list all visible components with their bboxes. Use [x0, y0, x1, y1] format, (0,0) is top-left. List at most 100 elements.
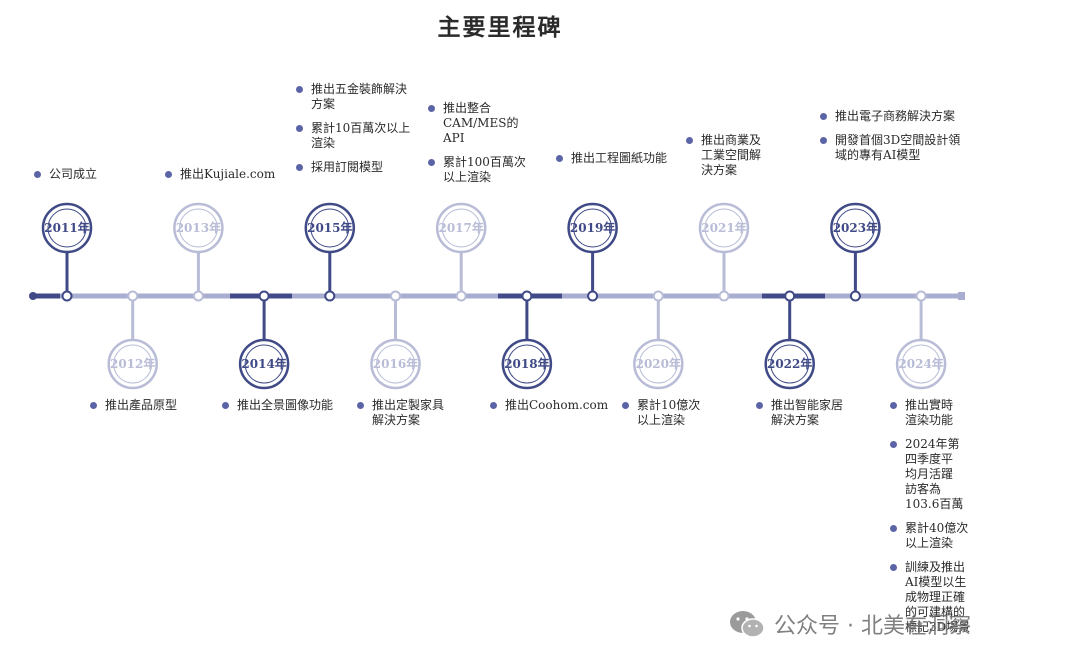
milestone-events: 推出整合 CAM/MES的 API 累計100百萬次 以上渲染	[428, 101, 538, 194]
milestone-event-text: 推出工程圖紙功能	[571, 151, 668, 165]
milestone-event-text: 推出Kujiale.com	[180, 167, 276, 181]
milestone-event: 推出電子商務解決方案	[820, 109, 980, 124]
milestone-event: 推出實時 渲染功能	[890, 398, 990, 428]
axis-node	[127, 290, 139, 302]
page-title: 主要里程碑	[437, 15, 563, 41]
year-label: 2016年	[372, 357, 419, 371]
milestone-event: 推出五金裝飾解決 方案	[296, 82, 426, 112]
year-label: 2012年	[109, 357, 156, 371]
milestone-event: 公司成立	[34, 167, 144, 182]
milestone-event-text: 累計10百萬次以上 渲染	[311, 121, 411, 150]
axis-node	[61, 290, 73, 302]
milestone-events: 推出工程圖紙功能	[556, 151, 696, 175]
year-circle-inner	[638, 344, 678, 384]
year-circle-inner	[244, 344, 284, 384]
milestone-event-text: 推出整合 CAM/MES的 API	[443, 101, 519, 145]
year-label: 2017年	[438, 221, 484, 235]
milestone-event: 推出Kujiale.com	[165, 167, 295, 182]
year-circle-inner	[704, 208, 744, 248]
axis-node	[258, 290, 270, 302]
milestone-events: 推出定製家具 解決方案	[357, 398, 467, 437]
year-circle-inner	[376, 344, 415, 384]
milestone-events: 推出智能家居 解決方案	[756, 398, 866, 437]
watermark: 公众号 · 北美在洞察	[728, 606, 971, 642]
axis-node	[784, 290, 796, 302]
axis-node	[192, 290, 204, 302]
milestone-event: 推出商業及 工業空間解 決方案	[686, 133, 776, 178]
milestone-event: 推出全景圖像功能	[222, 398, 352, 413]
milestone-event: 累計40億次 以上渲染	[890, 521, 990, 551]
axis-node	[455, 290, 467, 302]
milestone-events: 推出產品原型	[90, 398, 210, 422]
milestone-events: 推出五金裝飾解決 方案累計10百萬次以上 渲染採用訂閱模型	[296, 82, 426, 184]
milestone-event-text: 累計10億次 以上渲染	[637, 398, 701, 427]
year-circle-inner	[573, 208, 613, 248]
timeline-end-cap	[958, 292, 965, 300]
milestone-event: 推出整合 CAM/MES的 API	[428, 101, 538, 146]
milestone-events: 推出商業及 工業空間解 決方案	[686, 133, 776, 187]
milestone-event: 累計10百萬次以上 渲染	[296, 121, 426, 151]
milestone-event: 訓練及推出 AI模型以生 成物理正確 的可建構的 標記3D場景	[890, 560, 990, 635]
milestone-events: 推出實時 渲染功能 2024年第 四季度平 均月活躍 訪客為 103.6百萬累計4…	[890, 398, 990, 644]
milestone-events: 推出Coohom.com	[490, 398, 620, 422]
year-label: 2019年	[569, 221, 616, 235]
year-label: 2024年	[898, 357, 944, 371]
milestone-event-text: 推出智能家居 解決方案	[771, 398, 844, 427]
milestone-event-text: 累計40億次 以上渲染	[905, 521, 969, 550]
milestone-event-text: 累計100百萬次 以上渲染	[443, 155, 526, 184]
milestone-event-text: 推出五金裝飾解決 方案	[311, 82, 408, 111]
milestone-event-text: 採用訂閱模型	[311, 160, 384, 174]
year-circle-inner	[441, 208, 481, 248]
axis-node	[652, 290, 664, 302]
axis-node	[324, 290, 336, 302]
milestone-event: 推出產品原型	[90, 398, 210, 413]
year-circle-inner	[310, 208, 350, 248]
year-circle-inner	[178, 208, 218, 248]
year-label: 2018年	[504, 357, 550, 371]
wechat-icon	[730, 611, 765, 638]
year-label: 2015年	[307, 221, 353, 235]
year-label: 2022年	[766, 357, 813, 371]
milestone-event-text: 推出商業及 工業空間解 決方案	[701, 133, 762, 177]
axis-node	[915, 290, 927, 302]
milestone-event-text: 推出電子商務解決方案	[835, 109, 956, 123]
year-label: 2020年	[635, 357, 681, 371]
milestone-event: 推出智能家居 解決方案	[756, 398, 866, 428]
milestone-event: 推出Coohom.com	[490, 398, 620, 413]
axis-node	[521, 290, 533, 302]
year-label: 2023年	[832, 221, 879, 235]
milestone-event: 推出定製家具 解決方案	[357, 398, 467, 428]
year-label: 2014年	[241, 357, 287, 371]
milestone-event-text: 2024年第 四季度平 均月活躍 訪客為 103.6百萬	[905, 437, 964, 511]
axis-node	[849, 290, 861, 302]
milestone-event: 推出工程圖紙功能	[556, 151, 696, 166]
year-circle-inner	[507, 344, 547, 384]
year-circle-inner	[113, 344, 153, 384]
milestone-events: 推出Kujiale.com	[165, 167, 295, 191]
milestone-events: 公司成立	[34, 167, 144, 191]
axis-node	[587, 290, 599, 302]
milestone-event: 採用訂閱模型	[296, 160, 426, 175]
milestone-event-text: 推出實時 渲染功能	[905, 398, 954, 427]
year-label: 2013年	[175, 221, 222, 235]
milestone-event: 累計100百萬次 以上渲染	[428, 155, 538, 185]
milestone-event-text: 推出Coohom.com	[505, 398, 609, 412]
milestone-events: 推出電子商務解決方案開發首個3D空間設計領 域的專有AI模型	[820, 109, 980, 172]
year-circle-inner	[901, 344, 941, 384]
milestone-event-text: 公司成立	[49, 167, 98, 181]
year-circle-inner	[47, 208, 87, 248]
milestone-event-text: 開發首個3D空間設計領 域的專有AI模型	[835, 133, 961, 162]
milestone-event: 累計10億次 以上渲染	[622, 398, 722, 428]
milestone-events: 累計10億次 以上渲染	[622, 398, 722, 437]
timeline-start-cap	[29, 292, 37, 300]
axis-node	[390, 290, 401, 302]
milestone-event-text: 推出定製家具 解決方案	[372, 398, 445, 427]
milestone-event: 2024年第 四季度平 均月活躍 訪客為 103.6百萬	[890, 437, 990, 512]
milestone-events: 推出全景圖像功能	[222, 398, 352, 422]
milestone-event-text: 訓練及推出 AI模型以生 成物理正確 的可建構的 標記3D場景	[905, 560, 971, 634]
axis-node	[718, 290, 730, 302]
watermark-text: 公众号 · 北美在洞察	[774, 614, 971, 639]
year-circle-inner	[770, 344, 810, 384]
year-label: 2021年	[701, 221, 747, 235]
